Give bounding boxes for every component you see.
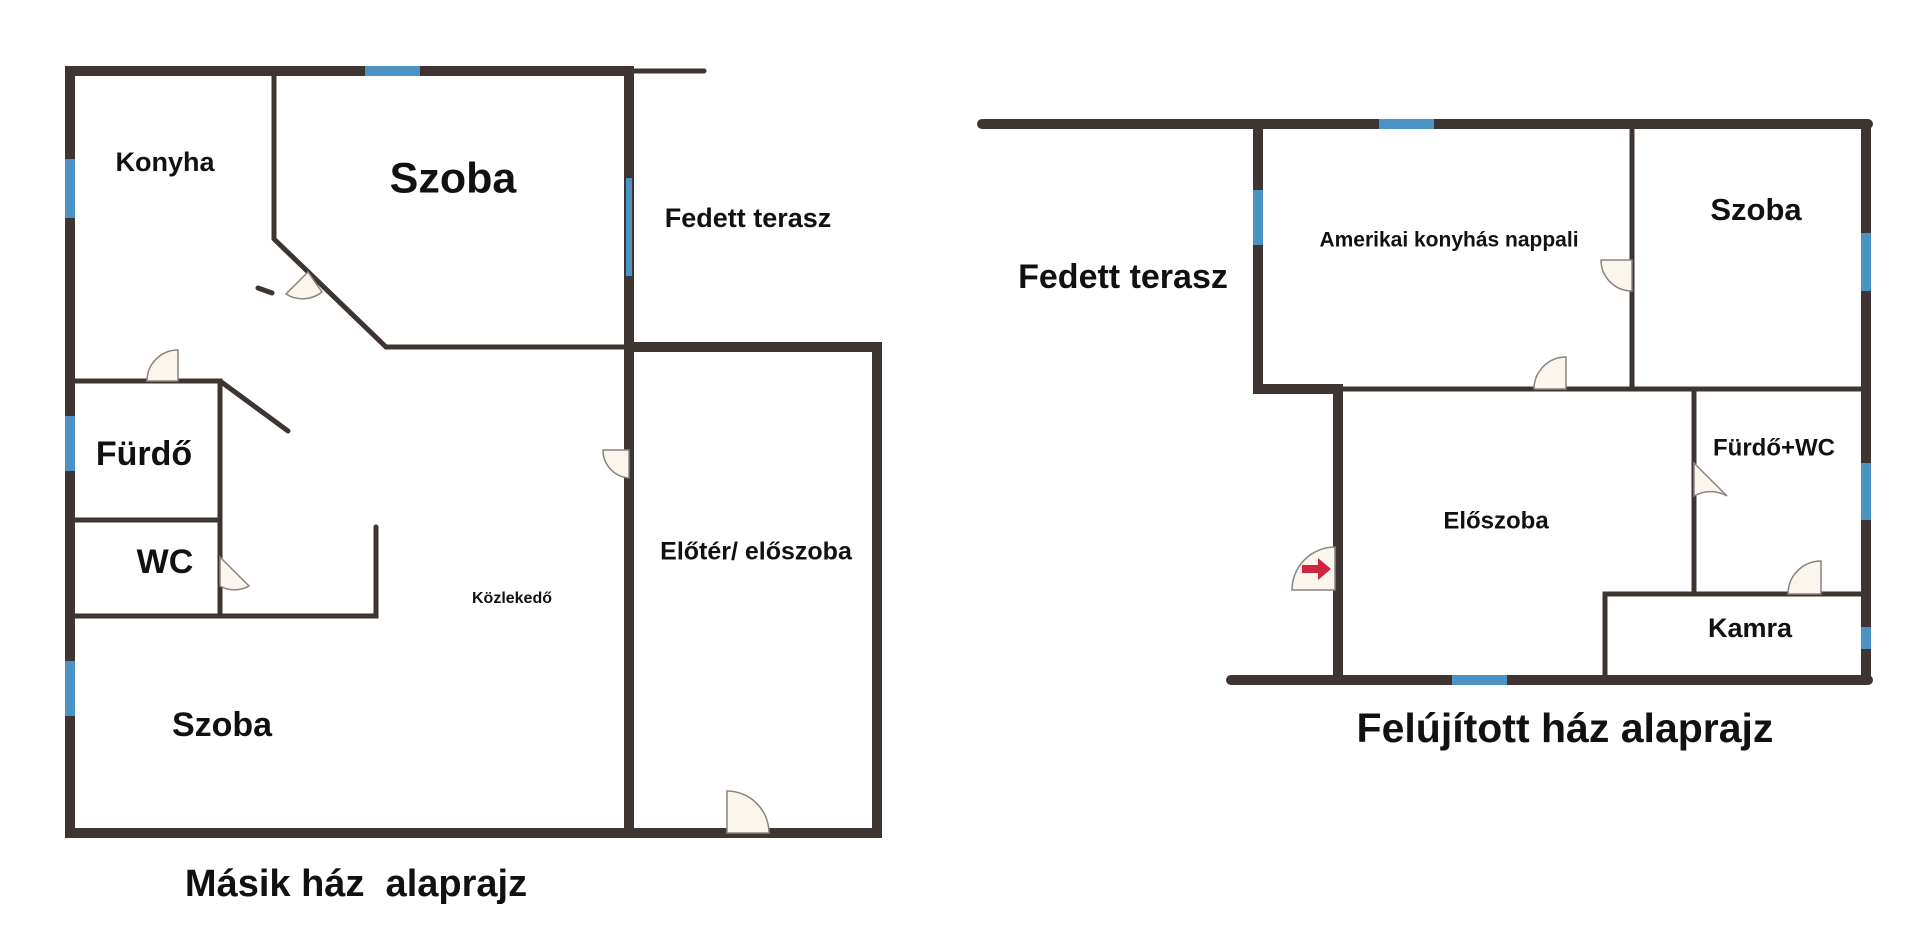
windows [65,66,632,716]
walls [977,119,1873,685]
room-label-kozlekedo: Közlekedő [472,590,552,607]
right-floor-plan: Amerikai konyhás nappali Szoba Fedett te… [977,119,1873,751]
door-eloter [602,449,630,479]
room-label-eloszoba: Előszoba [1443,507,1549,534]
entrance-arrow-icon [1302,558,1331,580]
room-label-fedett-terasz: Fedett terasz [1018,258,1228,296]
doors [1291,259,1822,595]
room-label-szoba-bottom: Szoba [172,706,273,744]
windows [1253,119,1871,685]
door-nappali [1533,356,1567,390]
right-plan-title: Felújított ház alaprajz [1357,705,1774,751]
room-label-furdo-wc: Fürdő+WC [1713,434,1835,461]
door-wc [219,555,251,591]
door-kamra [1787,560,1822,595]
room-label-fedett-terasz: Fedett terasz [665,203,832,233]
room-label-wc: WC [137,543,194,581]
room-label-szoba-top: Szoba [390,154,518,202]
room-label-konyha: Konyha [115,147,215,177]
room-label-kamra: Kamra [1708,613,1793,643]
door-szoba [284,270,324,300]
door-szoba [1600,259,1633,292]
door-entrance-left [726,790,770,834]
room-label-furdo: Fürdő [96,435,192,473]
left-plan-title: Másik ház alaprajz [185,863,527,905]
doors [146,270,770,834]
room-label-szoba: Szoba [1710,192,1802,227]
door-konyha [146,349,179,382]
door-furdo-wc [1693,461,1728,498]
left-floor-plan: Konyha Szoba Fedett terasz Fürdő WC Közl… [65,66,882,905]
room-label-eloter: Előtér/ előszoba [660,538,853,566]
walls [65,66,882,838]
room-label-nappali: Amerikai konyhás nappali [1319,229,1578,252]
